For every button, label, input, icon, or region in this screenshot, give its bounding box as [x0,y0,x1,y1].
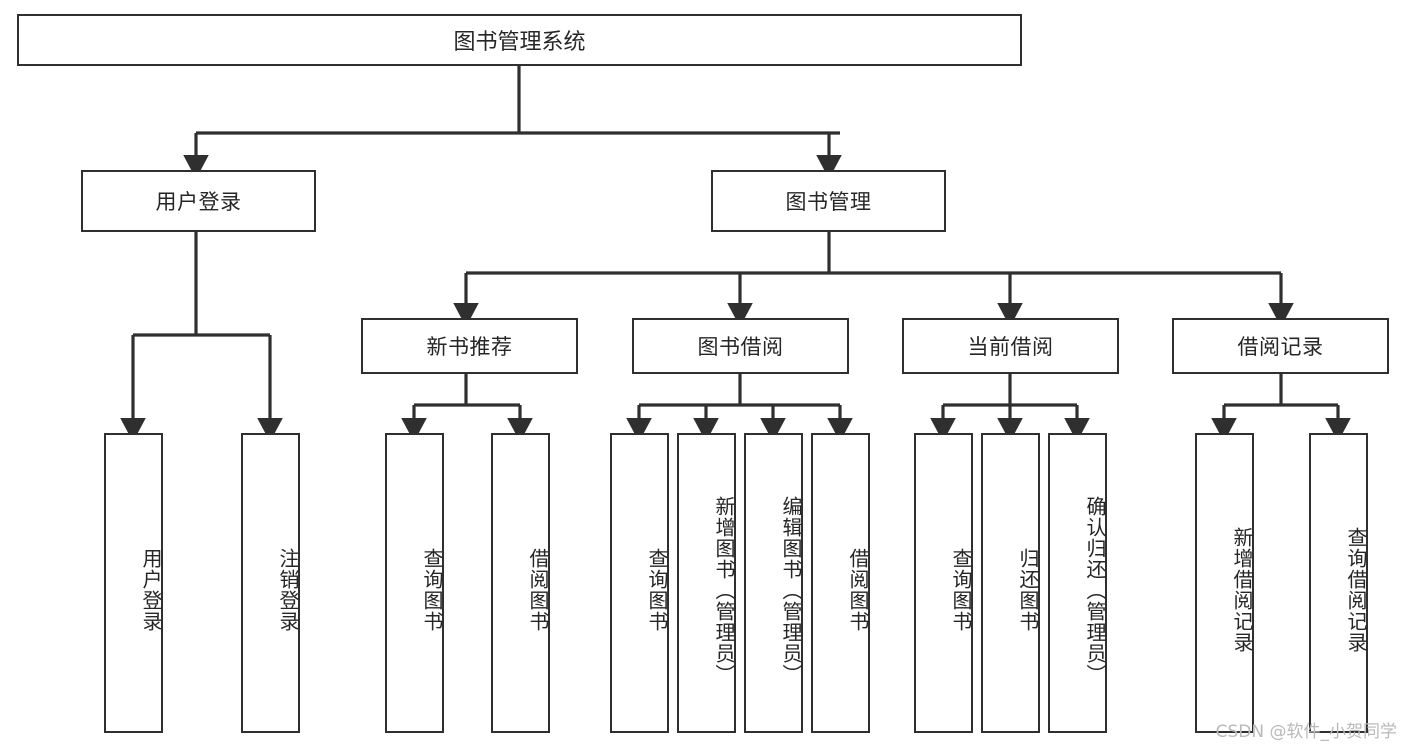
leaf-user-login-label: 用户登录 [139,548,163,632]
node-new-book-recommend-label: 新书推荐 [426,335,513,359]
leaf-confirm-return-admin[interactable]: 确认归还（管理员） [1048,433,1107,733]
node-user-login[interactable]: 用户登录 [81,170,316,232]
node-borrow-record[interactable]: 借阅记录 [1172,318,1389,374]
node-borrow-record-label: 借阅记录 [1237,335,1324,359]
leaf-user-logout-label: 注销登录 [276,548,300,632]
node-user-login-label: 用户登录 [155,190,242,214]
leaf-return-book-label: 归还图书 [1016,548,1040,632]
leaf-query-book-3[interactable]: 查询图书 [914,433,973,733]
leaf-edit-book-admin[interactable]: 编辑图书（管理员） [744,433,803,733]
leaf-borrow-book-2-label: 借阅图书 [846,548,870,632]
node-book-manage[interactable]: 图书管理 [711,170,946,232]
leaf-query-book-1-label: 查询图书 [420,548,444,632]
leaf-confirm-return-admin-label: 确认归还（管理员） [1083,495,1107,685]
node-new-book-recommend[interactable]: 新书推荐 [361,318,578,374]
leaf-query-borrow-record-label: 查询借阅记录 [1344,527,1368,653]
node-current-borrow-label: 当前借阅 [967,335,1054,359]
node-book-borrow[interactable]: 图书借阅 [632,318,849,374]
node-root[interactable]: 图书管理系统 [17,14,1022,66]
node-current-borrow[interactable]: 当前借阅 [902,318,1119,374]
watermark: CSDN @软件_小贺同学 [1215,722,1397,742]
leaf-borrow-book-2[interactable]: 借阅图书 [811,433,870,733]
leaf-user-logout[interactable]: 注销登录 [241,433,300,733]
leaf-query-borrow-record[interactable]: 查询借阅记录 [1309,433,1368,733]
node-root-label: 图书管理系统 [453,30,586,55]
leaf-edit-book-admin-label: 编辑图书（管理员） [779,495,803,685]
leaf-add-borrow-record[interactable]: 新增借阅记录 [1195,433,1254,733]
leaf-user-login[interactable]: 用户登录 [104,433,163,733]
leaf-query-book-2[interactable]: 查询图书 [610,433,669,733]
leaf-query-book-1[interactable]: 查询图书 [385,433,444,733]
node-book-manage-label: 图书管理 [785,190,872,214]
node-book-borrow-label: 图书借阅 [697,335,784,359]
leaf-add-book-admin[interactable]: 新增图书（管理员） [677,433,736,733]
leaf-query-book-3-label: 查询图书 [949,548,973,632]
leaf-borrow-book-1-label: 借阅图书 [526,548,550,632]
leaf-borrow-book-1[interactable]: 借阅图书 [491,433,550,733]
leaf-query-book-2-label: 查询图书 [645,548,669,632]
leaf-add-book-admin-label: 新增图书（管理员） [712,495,736,685]
leaf-add-borrow-record-label: 新增借阅记录 [1230,527,1254,653]
leaf-return-book[interactable]: 归还图书 [981,433,1040,733]
